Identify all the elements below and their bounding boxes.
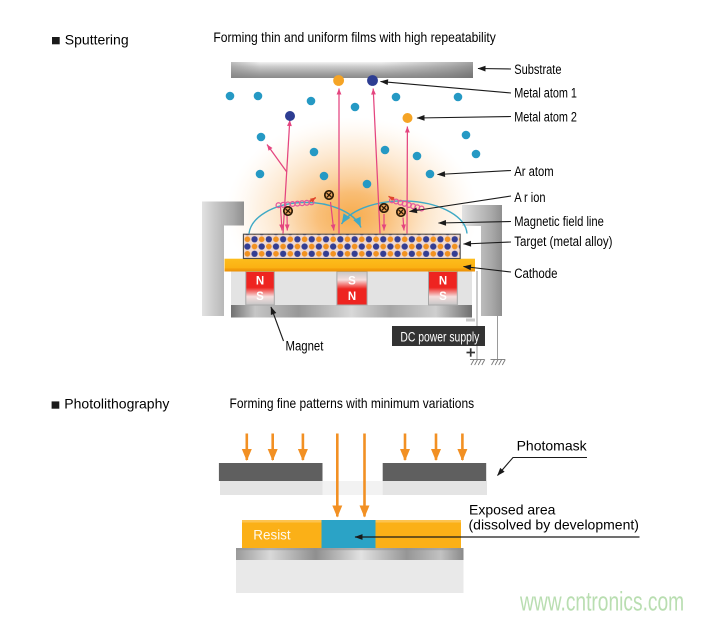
svg-text:Metal atom 1: Metal atom 1: [514, 85, 577, 101]
svg-text:Metal atom 2: Metal atom 2: [514, 109, 577, 125]
svg-text:N: N: [348, 291, 356, 303]
svg-text:Cathode: Cathode: [514, 265, 557, 281]
svg-text:N: N: [439, 276, 447, 288]
svg-text:Magnetic field line: Magnetic field line: [514, 214, 604, 229]
svg-text:A r ion: A r ion: [514, 190, 545, 206]
svg-text:Resist: Resist: [253, 527, 291, 542]
svg-text:Target (metal alloy): Target (metal alloy): [514, 233, 612, 249]
svg-text:Magnet: Magnet: [286, 337, 324, 353]
svg-text:S: S: [439, 291, 447, 303]
svg-text:Forming fine patterns with min: Forming fine patterns with minimum varia…: [230, 395, 475, 411]
svg-text:Substrate: Substrate: [514, 62, 561, 78]
svg-text:Exposed area: Exposed area: [469, 501, 556, 517]
svg-text:(dissolved by development): (dissolved by development): [469, 517, 639, 533]
svg-text:www.cntronics.com: www.cntronics.com: [519, 586, 684, 616]
svg-text:S: S: [348, 276, 356, 288]
svg-text:S: S: [256, 291, 264, 303]
svg-text:Sputtering: Sputtering: [65, 31, 129, 47]
svg-text:Photomask: Photomask: [517, 437, 588, 453]
svg-text:Photolithography: Photolithography: [64, 396, 169, 412]
svg-text:Ar atom: Ar atom: [514, 163, 553, 180]
svg-text:N: N: [256, 276, 264, 288]
svg-text:DC power supply: DC power supply: [400, 329, 480, 345]
svg-text:Forming thin and uniform films: Forming thin and uniform films with high…: [213, 30, 496, 46]
